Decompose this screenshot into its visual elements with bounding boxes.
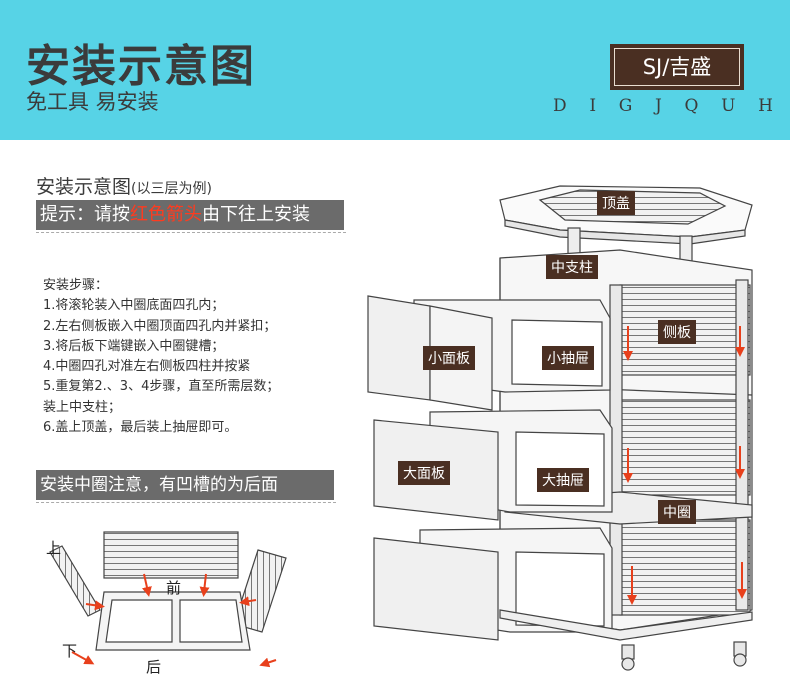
label-middle-ring: 中圈 — [658, 500, 696, 524]
label-small-drawer: 小抽屉 — [542, 346, 594, 370]
label-down: 下 — [62, 642, 78, 660]
label-small-panel: 小面板 — [423, 346, 475, 370]
step-item: 装上中支柱； — [43, 399, 122, 415]
label-large-drawer: 大抽屉 — [537, 468, 589, 492]
label-back: 后 — [146, 658, 162, 676]
wheel-icon — [621, 641, 747, 671]
brand-letter: D — [553, 96, 567, 116]
step-item: 3.将后板下端键嵌入中圈键槽； — [43, 338, 225, 354]
brand-letter: J — [655, 96, 662, 116]
section-title-text: 安装示意图 — [36, 176, 132, 198]
label-up: 上 — [46, 539, 62, 557]
install-arrows — [623, 326, 747, 605]
tip-bar: 提示：请按红色箭头由下往上安装 — [36, 200, 344, 230]
tip-prefix: 提示：请按 — [40, 204, 130, 225]
install-steps: 安装步骤： 1.将滚轮装入中圈底面四孔内； 2.左右侧板嵌入中圈顶面四孔内并紧扣… — [43, 276, 279, 438]
ring-diagram — [49, 531, 287, 651]
brand-letter: G — [618, 96, 633, 116]
section-title-note: (以三层为例) — [131, 181, 212, 197]
brand-letter: Q — [684, 96, 699, 116]
label-side-panel: 侧板 — [658, 320, 696, 344]
step-item: 2.左右侧板嵌入中圈顶面四孔内并紧扣； — [43, 318, 277, 334]
brand-name: SJ/吉盛 — [642, 55, 712, 79]
brand-badge-frame — [614, 48, 740, 86]
brand-letters: D I G J Q U H — [553, 96, 773, 116]
base — [499, 609, 753, 641]
step-item: 4.中圈四孔对准左右侧板四柱并按紧 — [43, 359, 251, 375]
banner-title: 安装示意图 — [26, 41, 256, 92]
step-item: 6.盖上顶盖，最后装上抽屉即可。 — [43, 420, 238, 436]
tip-red-text: 红色箭头 — [130, 204, 202, 225]
middle-ring-note: 安装中圈注意，有凹槽的为后面 — [36, 470, 334, 500]
divider — [36, 502, 336, 503]
label-large-panel: 大面板 — [398, 461, 450, 485]
brand-letter: U — [721, 96, 736, 116]
ring-diagram-arrows — [71, 573, 277, 668]
brand-letter: H — [758, 96, 773, 116]
brand-badge: SJ/吉盛 — [610, 44, 744, 90]
steps-heading: 安装步骤： — [43, 278, 109, 293]
header-banner: 安装示意图 免工具 易安装 SJ/吉盛 D I G J Q U H — [0, 0, 790, 140]
label-front: 前 — [166, 579, 182, 597]
step-item: 1.将滚轮装入中圈底面四孔内； — [43, 298, 225, 314]
bottom-drawer — [373, 527, 613, 641]
divider — [36, 232, 346, 233]
label-top-cover: 顶盖 — [597, 191, 635, 215]
step-item: 5.重复第2.、3、4步骤，直至所需层数； — [43, 379, 280, 395]
label-middle-post: 中支柱 — [546, 255, 598, 279]
section-title: 安装示意图(以三层为例) — [36, 172, 212, 199]
tip-suffix: 由下往上安装 — [202, 204, 310, 225]
brand-letter: I — [589, 96, 597, 116]
banner-subtitle: 免工具 易安装 — [26, 90, 159, 114]
